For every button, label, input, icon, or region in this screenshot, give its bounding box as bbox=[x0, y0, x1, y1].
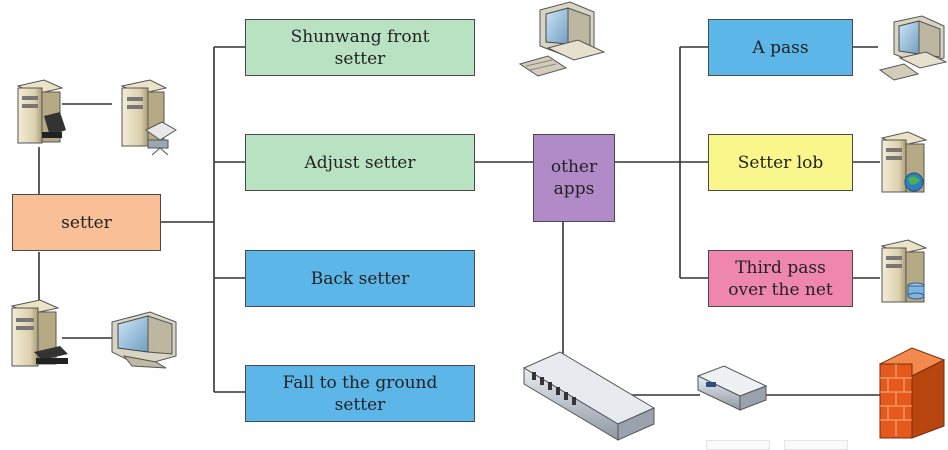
web-server-icon bbox=[880, 131, 928, 193]
firewall-icon bbox=[878, 347, 946, 439]
desktop-computer-icon bbox=[518, 1, 606, 77]
other-apps-hub-node: other apps bbox=[533, 134, 615, 222]
crt-monitor-icon bbox=[111, 311, 177, 369]
modem-router-icon bbox=[696, 365, 768, 411]
setter-lob-node: Setter lob bbox=[708, 134, 853, 191]
database-server-icon bbox=[880, 239, 928, 303]
server-with-scanner-icon bbox=[16, 79, 66, 144]
setter-node: setter bbox=[12, 194, 161, 251]
faint-placeholder-box bbox=[784, 440, 848, 450]
network-switch-icon bbox=[522, 351, 656, 441]
shunwang-front-setter-node: Shunwang front setter bbox=[245, 19, 475, 76]
a-pass-node: A pass bbox=[708, 19, 853, 76]
server-with-tape-icon bbox=[10, 299, 68, 367]
fall-to-the-ground-setter-node: Fall to the ground setter bbox=[245, 365, 475, 422]
desktop-computer-icon bbox=[878, 15, 948, 81]
adjust-setter-node: Adjust setter bbox=[245, 134, 475, 191]
back-setter-node: Back setter bbox=[245, 250, 475, 307]
faint-placeholder-box bbox=[706, 440, 770, 450]
third-pass-over-the-net-node: Third pass over the net bbox=[708, 250, 853, 307]
server-with-printer-icon bbox=[120, 79, 177, 156]
connector-lines bbox=[38, 46, 880, 396]
